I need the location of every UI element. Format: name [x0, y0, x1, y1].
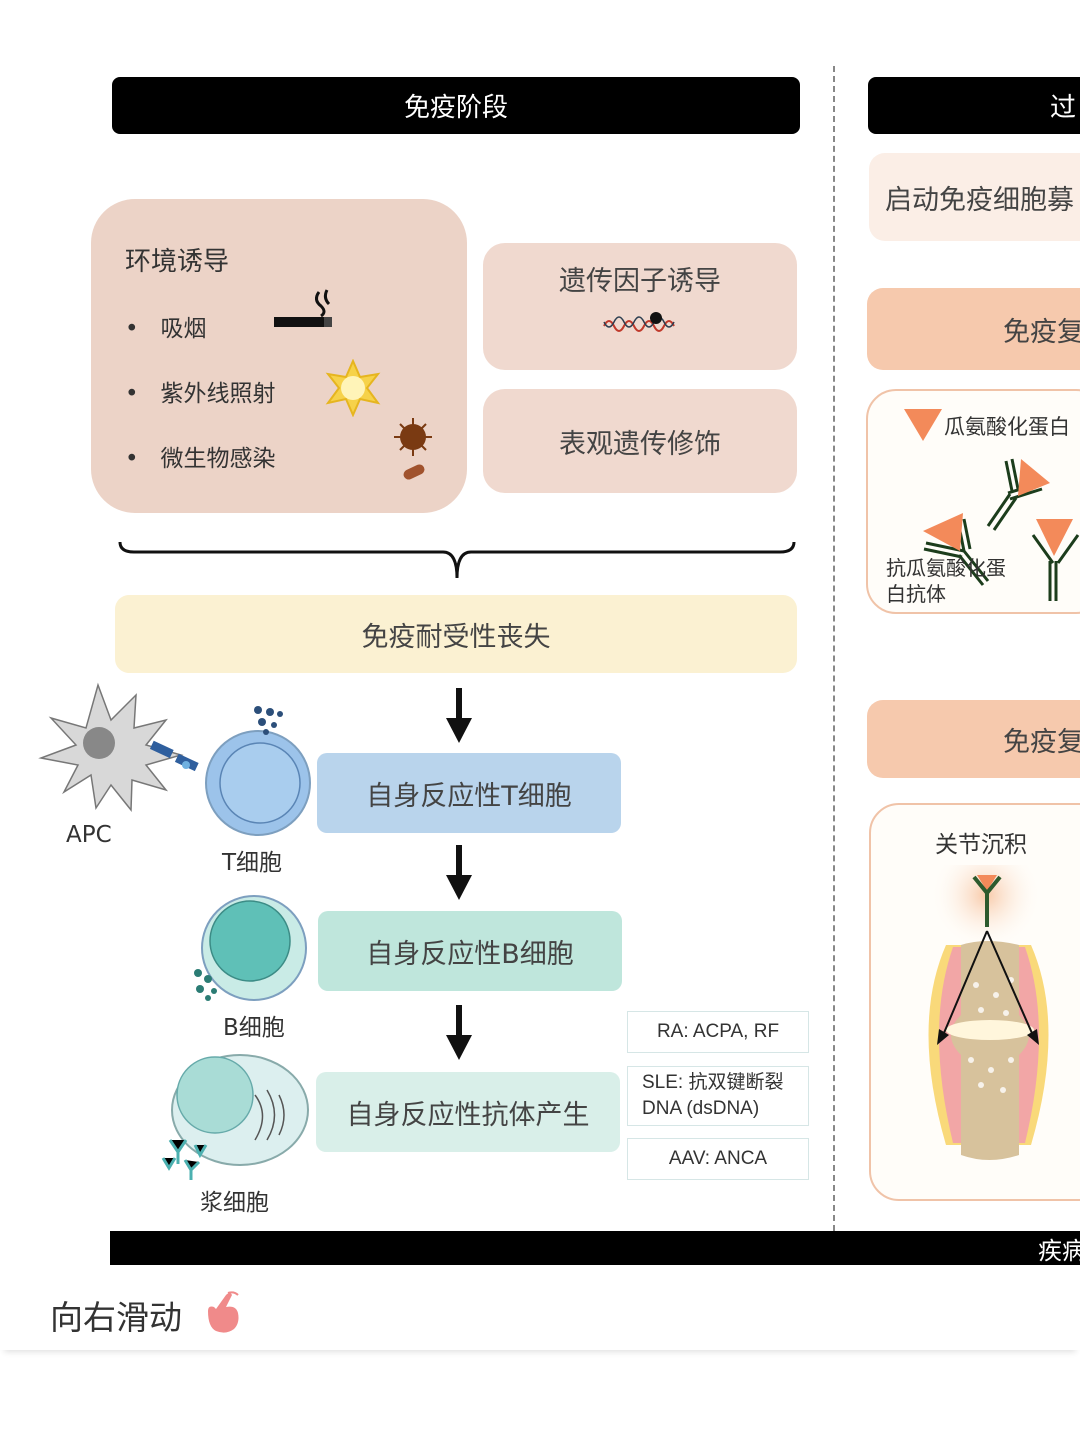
- immune-complex-box: 免疫复: [867, 288, 1080, 370]
- joint-deposition-label: 关节沉积: [935, 832, 1027, 858]
- joint-illustration: [928, 865, 1049, 1160]
- t-cell-label: T细胞: [222, 850, 283, 876]
- joint-deposition-panel: 关节沉积: [869, 803, 1080, 1201]
- autoreactive-t-cell-box: 自身反应性T细胞: [317, 753, 621, 833]
- disease-bar: 疾病: [110, 1231, 1080, 1265]
- process-header: 过: [868, 77, 1080, 134]
- sun-icon: [325, 359, 381, 417]
- tolerance-loss-label: 免疫耐受性丧失: [361, 621, 551, 653]
- header-text: 免疫阶段: [403, 93, 508, 123]
- brace: [118, 541, 796, 579]
- flow-label: 自身反应性抗体产生: [346, 1099, 590, 1131]
- autoantibody-box: 自身反应性抗体产生: [316, 1072, 620, 1152]
- genetic-label: 遗传因子诱导: [559, 266, 721, 297]
- citrullinated-protein-panel: 瓜氨酸化蛋白 抗瓜氨酸化蛋白抗体: [866, 389, 1080, 614]
- tolerance-loss-box: 免疫耐受性丧失: [115, 595, 797, 673]
- aav-antibody-tag: AAV: ANCA: [627, 1138, 809, 1180]
- b-cell-label: B细胞: [223, 1015, 285, 1041]
- env-item: • 吸烟: [125, 316, 207, 342]
- swipe-hint[interactable]: 向右滑动: [0, 1275, 1080, 1350]
- apc-label: APC: [66, 822, 112, 848]
- cigarette-icon: [274, 289, 332, 327]
- ra-antibody-tag: RA: ACPA, RF: [627, 1011, 809, 1053]
- apc-t-cell-illustration: [38, 682, 311, 836]
- flow-label: 自身反应性B细胞: [366, 938, 574, 970]
- flow-label: 自身反应性T细胞: [366, 780, 572, 812]
- environment-title: 环境诱导: [125, 247, 230, 277]
- disease-bar-text: 疾病: [1038, 1236, 1080, 1265]
- plasma-cell-illustration: [161, 1054, 309, 1180]
- citrullinated-protein-icon: [904, 409, 942, 441]
- dna-icon: [603, 312, 675, 332]
- plasma-cell-label: 浆细胞: [200, 1190, 269, 1216]
- epigenetic-label: 表观遗传修饰: [559, 428, 721, 460]
- sle-antibody-tag: SLE: 抗双键断裂 DNA (dsDNA): [627, 1066, 809, 1126]
- microbe-icon: [394, 418, 432, 480]
- header-text: 过: [1050, 93, 1077, 123]
- b-cell-illustration: [194, 895, 307, 1001]
- immune-stage-header: 免疫阶段: [112, 77, 800, 134]
- citrullinated-label: 瓜氨酸化蛋白: [944, 415, 1070, 439]
- down-arrow-icon: [446, 1005, 472, 1060]
- swipe-hint-label: 向右滑动: [50, 1298, 182, 1337]
- epigenetic-box: 表观遗传修饰: [483, 389, 797, 493]
- immune-recruitment-box: 启动免疫细胞募: [869, 153, 1080, 241]
- autoreactive-b-cell-box: 自身反应性B细胞: [318, 911, 622, 991]
- env-item: • 微生物感染: [125, 446, 276, 472]
- antibody-icons: [923, 458, 1080, 601]
- dashed-divider: [833, 66, 835, 1231]
- immune-complex-box-2: 免疫复: [867, 700, 1080, 778]
- down-arrow-icon: [446, 688, 472, 743]
- env-item: • 紫外线照射: [125, 381, 276, 407]
- environment-box: 环境诱导 • 吸烟 • 紫外线照射 • 微生物感染: [91, 199, 467, 513]
- acpa-label: 抗瓜氨酸化蛋白抗体: [886, 556, 1006, 606]
- genetic-factor-box: 遗传因子诱导: [483, 243, 797, 370]
- down-arrow-icon: [446, 845, 472, 900]
- pointing-hand-icon: [208, 1291, 239, 1333]
